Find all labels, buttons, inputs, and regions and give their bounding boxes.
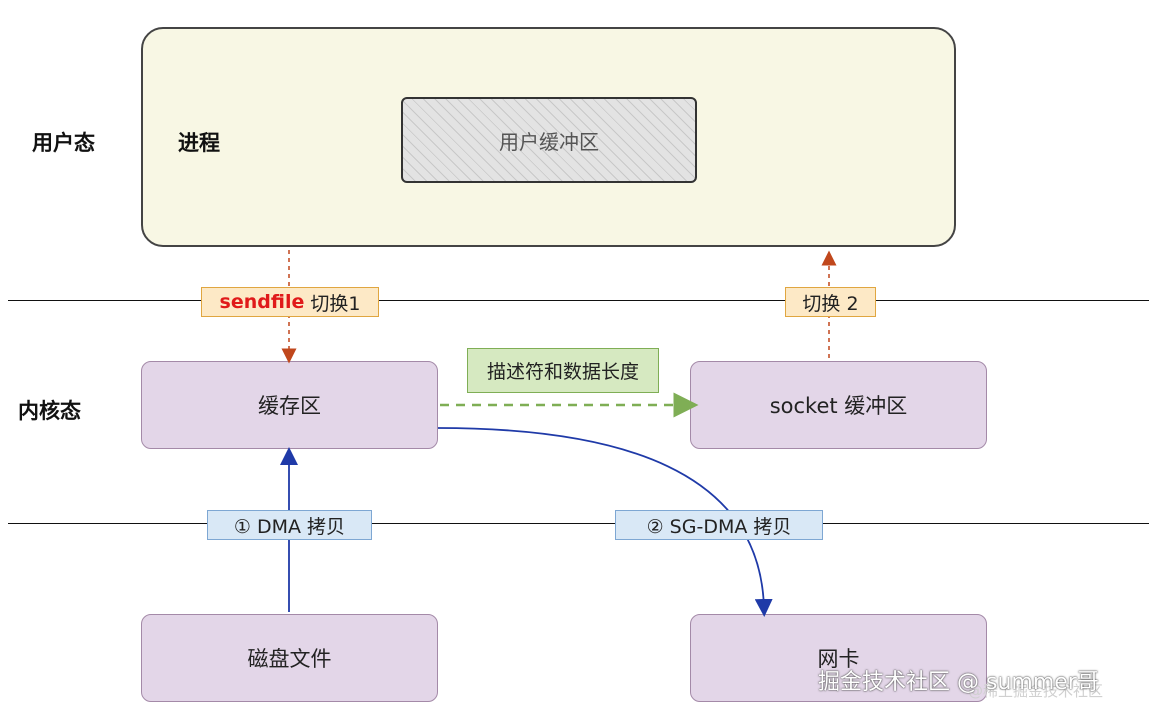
sendfile-keyword: sendfile (219, 291, 305, 313)
switch1-text: 切换1 (310, 292, 361, 315)
dma-copy-tag: ① DMA 拷贝 (207, 510, 372, 540)
kernel-mode-label: 内核态 (18, 399, 81, 423)
socket-buffer-box: socket 缓冲区 (690, 361, 987, 449)
nic-box: 网卡 (690, 614, 987, 702)
kernel-hardware-boundary-line (8, 523, 1149, 524)
process-label: 进程 (178, 131, 220, 155)
user-buffer-box: 用户缓冲区 (401, 97, 697, 183)
switch2-tag: 切换 2 (785, 287, 876, 317)
cache-buffer-box: 缓存区 (141, 361, 438, 449)
watermark-sub: @稀土掘金技术社区 (968, 682, 1104, 700)
sg-dma-copy-tag: ② SG-DMA 拷贝 (615, 510, 823, 540)
user-kernel-boundary-line (8, 300, 1149, 301)
descriptor-tag: 描述符和数据长度 (467, 348, 659, 393)
sg-dma-copy-arrow (437, 427, 773, 617)
user-mode-label: 用户态 (32, 131, 95, 155)
disk-file-box: 磁盘文件 (141, 614, 438, 702)
watermark: 掘金技术社区 @ summer哥 (818, 670, 1099, 695)
sendfile-switch1-tag: sendfile 切换1 (201, 287, 379, 317)
